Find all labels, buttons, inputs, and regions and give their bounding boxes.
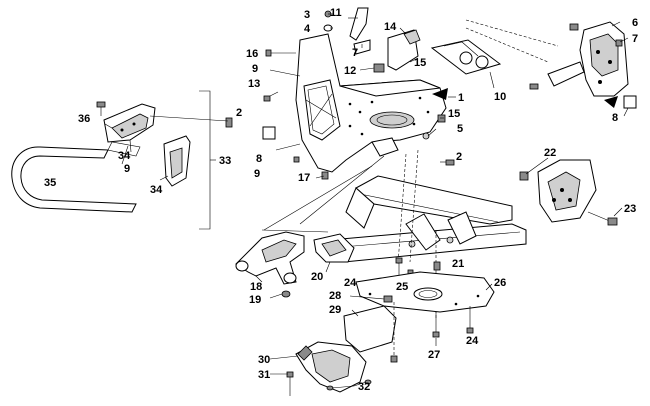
nut-22 — [519, 171, 529, 181]
screw-17 — [321, 171, 329, 180]
bumper-block-8a — [262, 126, 276, 140]
screw-7b — [569, 23, 579, 31]
callout-16: 16 — [246, 48, 258, 60]
callout-9: 9 — [252, 63, 258, 75]
clip-2a — [225, 117, 233, 128]
callout-15: 15 — [448, 108, 460, 120]
callout-6: 6 — [632, 17, 638, 29]
steering-bracket-assembly — [529, 21, 637, 117]
front-bumper — [11, 146, 137, 213]
lower-plate-assembly — [343, 295, 398, 363]
screw-36 — [96, 101, 106, 116]
callout-9: 9 — [254, 168, 260, 180]
callout-20: 20 — [311, 271, 323, 283]
tow-bracket-assembly — [269, 341, 372, 396]
bolt-21 — [433, 261, 441, 271]
callout-labels: 1 2 2 3 4 5 6 7 7 8 8 9 9 9 10 11 12 13 … — [44, 7, 638, 393]
clip-2b — [445, 159, 455, 166]
callout-25: 25 — [396, 281, 408, 293]
bolt-23 — [587, 211, 618, 226]
callout-12: 12 — [344, 65, 356, 77]
callout-26: 26 — [494, 277, 506, 289]
gusset-11 — [349, 7, 369, 41]
callout-17: 17 — [298, 172, 310, 184]
bulkhead-assembly — [262, 7, 456, 180]
callout-10: 10 — [494, 91, 506, 103]
callout-30: 30 — [258, 354, 270, 366]
bracket-20 — [313, 233, 355, 273]
callout-27: 27 — [428, 349, 440, 361]
nut-12 — [373, 63, 385, 73]
callout-11: 11 — [330, 7, 342, 19]
callout-22: 22 — [544, 147, 556, 159]
callout-8: 8 — [612, 112, 618, 124]
callout-13: 13 — [248, 78, 260, 90]
clip-28 — [383, 295, 393, 303]
callout-9: 9 — [124, 163, 130, 175]
callout-14: 14 — [384, 21, 397, 33]
callout-2: 2 — [236, 107, 242, 119]
callout-28: 28 — [329, 290, 341, 302]
grommet-5 — [422, 132, 430, 140]
callout-31: 31 — [258, 369, 270, 381]
callout-24: 24 — [344, 277, 357, 289]
callout-33: 33 — [219, 155, 231, 167]
callout-34: 34 — [150, 184, 163, 196]
plate-29 — [343, 305, 397, 353]
callout-15: 15 — [414, 57, 426, 69]
callout-1: 1 — [458, 92, 464, 104]
bolt-27 — [432, 331, 440, 338]
callout-5: 5 — [457, 123, 463, 135]
bolt-31 — [286, 371, 294, 378]
bumper-assembly — [11, 90, 233, 230]
callout-18: 18 — [250, 281, 262, 293]
callout-7: 7 — [632, 33, 638, 45]
callout-34: 34 — [118, 150, 131, 162]
callout-4: 4 — [304, 23, 311, 35]
heat-shield-plate — [430, 19, 559, 89]
callout-8: 8 — [256, 153, 262, 165]
side-bracket-assembly — [519, 157, 623, 226]
callout-36: 36 — [78, 113, 90, 125]
callout-21: 21 — [452, 258, 464, 270]
callout-7: 7 — [352, 47, 358, 59]
bolt-24b — [466, 327, 474, 334]
callout-23: 23 — [624, 203, 636, 215]
callout-29: 29 — [329, 304, 341, 316]
callout-2: 2 — [456, 151, 462, 163]
callout-3: 3 — [304, 9, 310, 21]
callout-24: 24 — [466, 335, 479, 347]
bumper-block-8b — [623, 95, 637, 109]
nut-15b — [437, 114, 446, 123]
callout-19: 19 — [249, 294, 261, 306]
nut-19 — [281, 290, 291, 298]
nut-32b — [364, 379, 372, 385]
callout-32: 32 — [358, 381, 370, 393]
spindle-assembly — [235, 231, 305, 299]
callout-35: 35 — [44, 177, 56, 189]
